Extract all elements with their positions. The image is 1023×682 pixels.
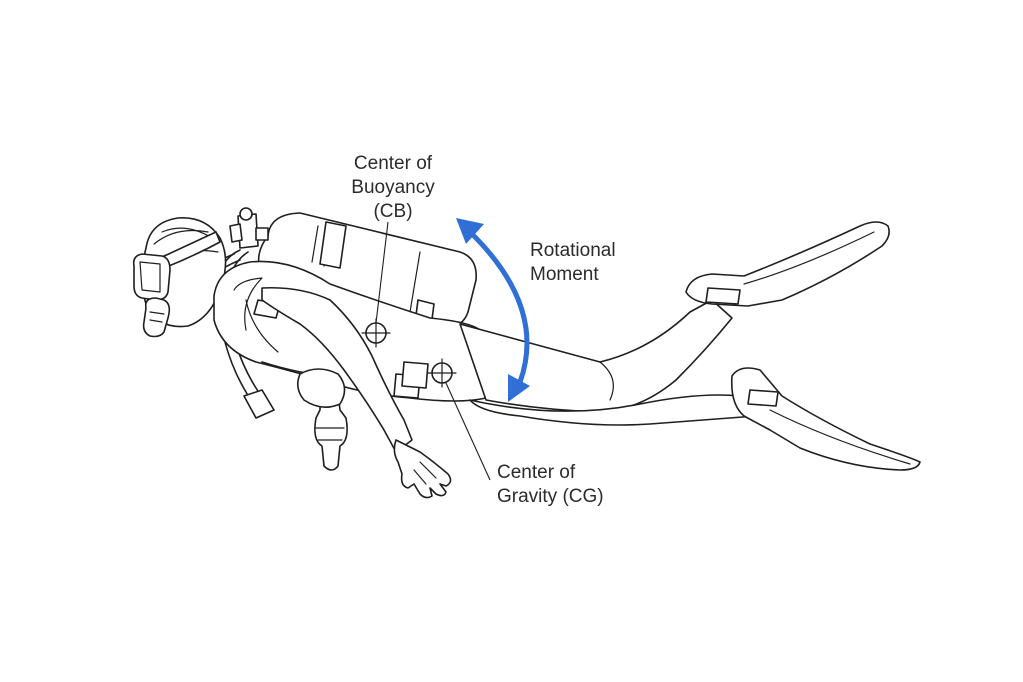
cg-label-line-2: Gravity (CG) <box>497 486 604 507</box>
cb-label-line-1: Center of <box>354 153 433 174</box>
moment-label-line-2: Moment <box>530 264 599 285</box>
rotational-moment-arrow <box>456 218 530 402</box>
cb-label-line-2: Buoyancy <box>351 177 435 198</box>
diver-legs <box>459 299 757 426</box>
moment-label-line-1: Rotational <box>530 240 616 261</box>
cb-leader-line <box>375 221 389 324</box>
cg-label-line-1: Center of <box>497 462 576 483</box>
diver-arm <box>261 286 452 499</box>
diver-head <box>132 217 227 338</box>
lower-fin <box>730 367 921 471</box>
cg-leader-line <box>445 382 491 481</box>
tank-valve <box>229 207 269 249</box>
cb-label-line-3: (CB) <box>373 201 412 222</box>
upper-fin <box>685 221 890 307</box>
center-of-gravity-marker <box>427 358 457 388</box>
